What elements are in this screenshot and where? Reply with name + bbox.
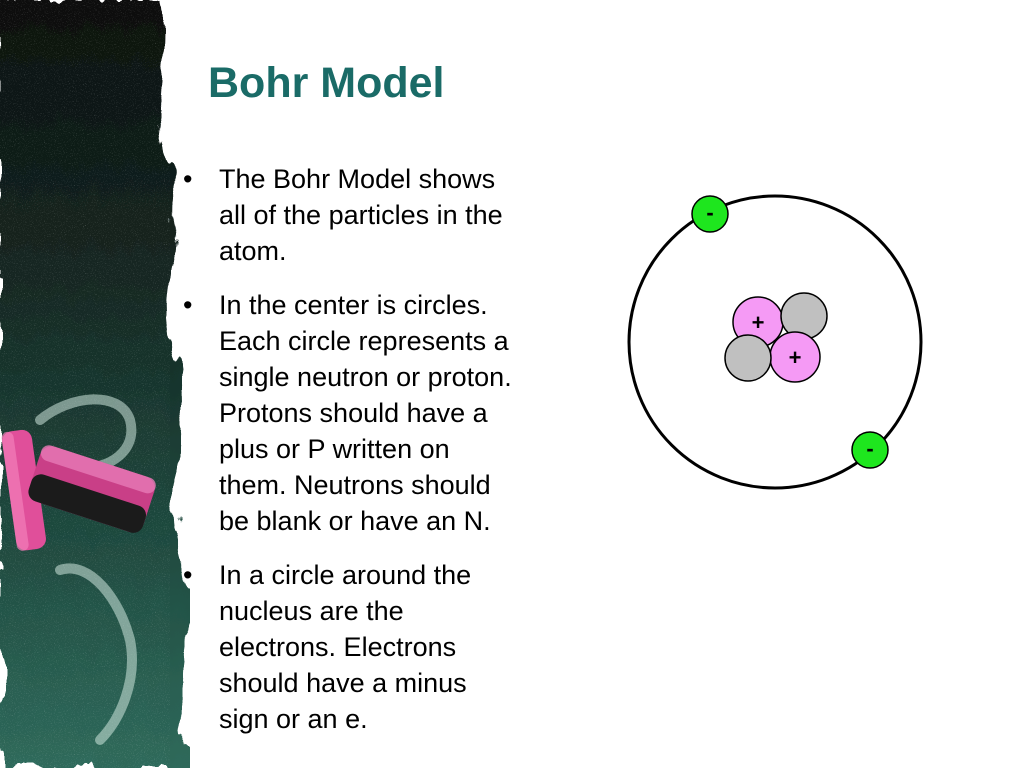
neutron-particle: [724, 334, 772, 382]
neutron-particle: [780, 292, 828, 340]
electron-particle: [691, 195, 729, 233]
bullet-item: • In a circle around the nucleus are the…: [180, 557, 600, 737]
bullet-dot: •: [183, 164, 193, 194]
bullet-item: • In the center is circles. Each circle …: [180, 287, 600, 539]
bullet-dot: •: [183, 290, 193, 320]
bullet-text: In the center is circles. Each circle re…: [219, 290, 512, 536]
chalkboard-decoration: [0, 0, 190, 768]
bullet-dot: •: [183, 560, 193, 590]
bullet-text: The Bohr Model shows all of the particle…: [219, 164, 503, 266]
bullet-text: In a circle around the nucleus are the e…: [219, 560, 472, 734]
electron-orbit: [627, 194, 923, 490]
slide-title: Bohr Model: [208, 59, 445, 107]
electron-sign: -: [866, 436, 873, 461]
electron-particle: [851, 431, 889, 469]
proton-sign: +: [789, 345, 802, 370]
electron-sign: -: [706, 200, 713, 225]
bullet-list: • The Bohr Model shows all of the partic…: [180, 161, 600, 755]
bullet-item: • The Bohr Model shows all of the partic…: [180, 161, 600, 269]
proton-sign: +: [752, 310, 765, 335]
bohr-atom-diagram: + + - -: [627, 194, 923, 490]
